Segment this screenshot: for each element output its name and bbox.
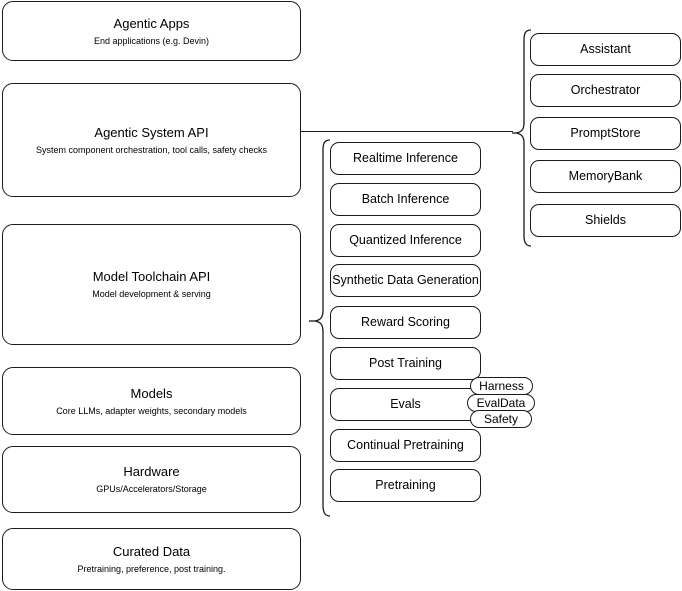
layer-subtitle: Pretraining, preference, post training. (77, 563, 226, 574)
layer-box-agentic-apps[interactable]: Agentic Apps End applications (e.g. Devi… (2, 1, 301, 61)
layer-box-agentic-system-api[interactable]: Agentic System API System component orch… (2, 83, 301, 197)
component-box-orchestrator[interactable]: Orchestrator (530, 74, 681, 107)
capability-box-synthetic-data-generation[interactable]: Synthetic Data Generation (330, 264, 481, 297)
connector-line-system-api-to-components (300, 131, 513, 132)
component-label: Assistant (580, 42, 631, 56)
capability-box-continual-pretraining[interactable]: Continual Pretraining (330, 429, 481, 462)
evals-subcomponent-harness[interactable]: Harness (470, 377, 533, 395)
layer-subtitle: End applications (e.g. Devin) (93, 35, 210, 46)
pill-label: Harness (479, 379, 524, 393)
capability-label: Post Training (369, 356, 442, 370)
layer-subtitle: GPUs/Accelerators/Storage (96, 484, 207, 494)
capability-box-reward-scoring[interactable]: Reward Scoring (330, 306, 481, 339)
component-box-promptstore[interactable]: PromptStore (530, 117, 681, 150)
component-label: Shields (585, 213, 626, 227)
layer-title: Model Toolchain API (92, 269, 211, 284)
component-label: PromptStore (570, 126, 641, 140)
capability-box-evals[interactable]: Evals (330, 388, 481, 421)
layer-title: Curated Data (112, 543, 191, 559)
capability-label: Pretraining (375, 478, 436, 492)
layer-title: Agentic Apps (113, 15, 190, 31)
capability-box-realtime-inference[interactable]: Realtime Inference (330, 142, 481, 175)
pill-label: EvalData (476, 396, 526, 410)
capability-label: Evals (390, 397, 421, 411)
capability-box-post-training[interactable]: Post Training (330, 347, 481, 380)
layer-title: Models (130, 385, 173, 401)
layer-box-model-toolchain-api[interactable]: Model Toolchain API Model development & … (2, 224, 301, 345)
layer-box-models[interactable]: Models Core LLMs, adapter weights, secon… (2, 367, 301, 435)
capability-label: Reward Scoring (361, 315, 450, 329)
capability-box-pretraining[interactable]: Pretraining (330, 469, 481, 502)
component-box-shields[interactable]: Shields (530, 204, 681, 237)
capability-label: Quantized Inference (349, 233, 462, 247)
layer-subtitle: Model development & serving (92, 289, 211, 299)
capability-label: Continual Pretraining (347, 438, 464, 452)
capability-label: Synthetic Data Generation (332, 273, 479, 287)
brace-toolchain-capabilities (308, 139, 332, 517)
capability-label: Realtime Inference (353, 151, 458, 165)
layer-box-hardware[interactable]: Hardware GPUs/Accelerators/Storage (2, 446, 301, 513)
layer-title: Hardware (123, 464, 180, 479)
capability-box-quantized-inference[interactable]: Quantized Inference (330, 224, 481, 257)
capability-label: Batch Inference (361, 192, 450, 206)
layer-box-curated-data[interactable]: Curated Data Pretraining, preference, po… (2, 528, 301, 590)
evals-subcomponent-safety[interactable]: Safety (470, 410, 532, 428)
component-box-memorybank[interactable]: MemoryBank (530, 160, 681, 193)
component-box-assistant[interactable]: Assistant (530, 33, 681, 66)
layer-title: Agentic System API (94, 124, 209, 140)
capability-box-batch-inference[interactable]: Batch Inference (330, 183, 481, 216)
layer-subtitle: System component orchestration, tool cal… (35, 144, 268, 155)
component-label: Orchestrator (570, 83, 641, 97)
layer-subtitle: Core LLMs, adapter weights, secondary mo… (56, 405, 247, 416)
pill-label: Safety (483, 412, 519, 426)
component-label: MemoryBank (568, 169, 643, 183)
